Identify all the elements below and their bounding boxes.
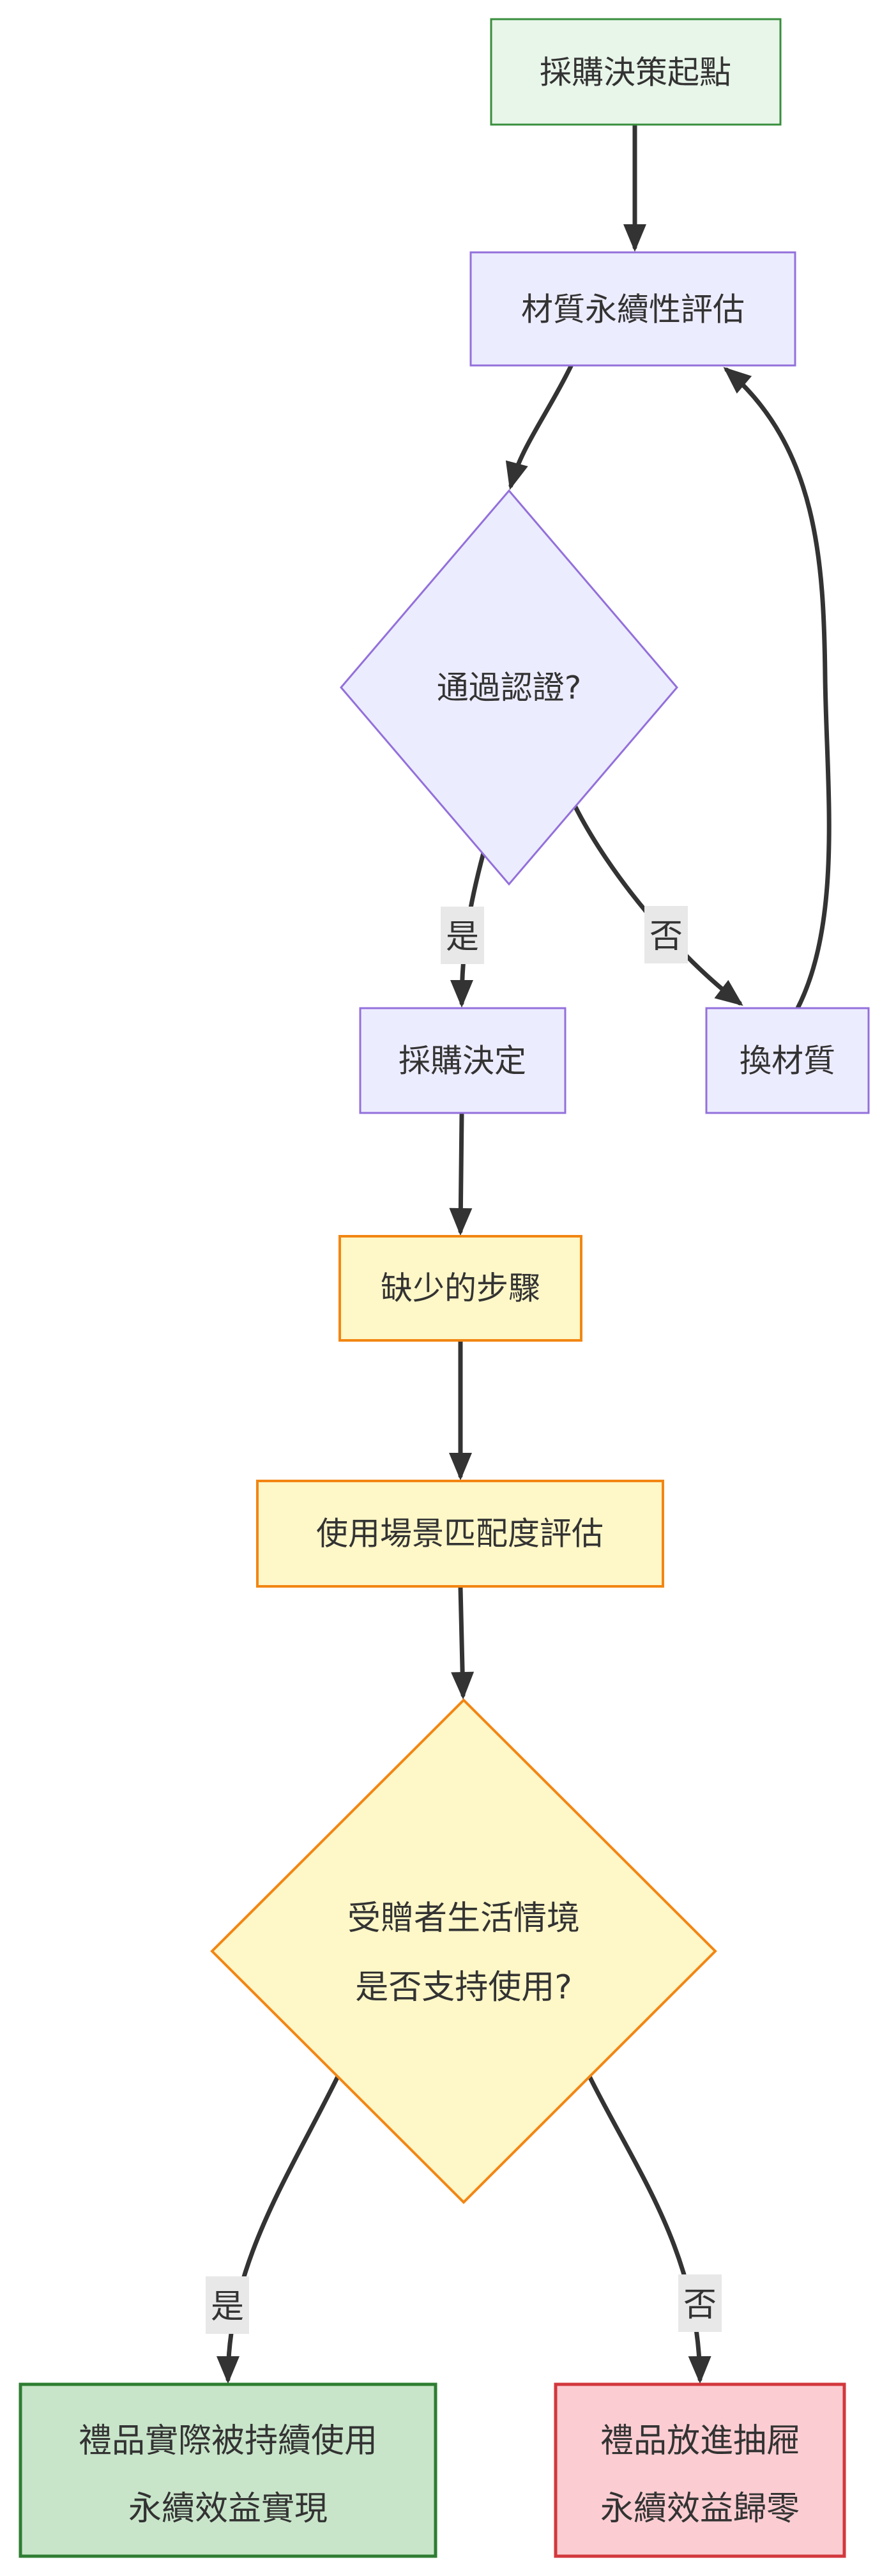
edge-label-usage-no: 否 <box>678 2274 722 2332</box>
decision-usage-check-line1: 受贈者生活情境 <box>347 1899 580 1938</box>
edge-label-cert-no-bg <box>644 906 688 963</box>
edge-usage-no-to-outcome-drawer <box>587 2074 711 2384</box>
node-missing-step: 缺少的步驟 <box>338 1235 582 1342</box>
node-material-eval-label: 材質永續性評估 <box>521 291 745 328</box>
decision-cert-check-label: 通過認證? <box>437 670 582 707</box>
decision-usage-check-line2: 是否支持使用? <box>355 1968 572 2007</box>
decision-cert-check: 通過認證? <box>340 489 678 886</box>
node-missing-step-box <box>338 1235 582 1342</box>
node-scenario-eval-box <box>256 1480 664 1588</box>
edge-label-usage-yes-text: 是 <box>211 2288 244 2326</box>
node-outcome-drawer-line1: 禮品放進抽屜 <box>600 2422 800 2460</box>
node-outcome-used-line2: 永續效益實現 <box>128 2490 328 2528</box>
edge-label-cert-no-text: 否 <box>650 917 683 956</box>
decision-cert-check-diamond <box>340 489 678 886</box>
node-outcome-used-box <box>19 2382 437 2558</box>
edge-scenario-eval-to-usage-check <box>451 1585 475 1700</box>
node-missing-step-label: 缺少的步驟 <box>381 1270 540 1307</box>
node-purchase-decision: 採購決定 <box>359 1007 566 1114</box>
node-outcome-drawer: 禮品放進抽屜 永續效益歸零 <box>554 2382 846 2558</box>
node-purchase-decision-box <box>359 1007 566 1114</box>
node-outcome-used: 禮品實際被持續使用 永續效益實現 <box>19 2382 437 2558</box>
edge-cert-no-to-change-material <box>572 803 743 1006</box>
decision-usage-check: 受贈者生活情境 是否支持使用? <box>210 1698 717 2204</box>
node-outcome-drawer-line2: 永續效益歸零 <box>600 2490 800 2528</box>
node-start-label: 採購決策起點 <box>540 54 731 91</box>
edge-label-cert-yes: 是 <box>441 907 484 964</box>
node-outcome-drawer-box <box>554 2382 846 2558</box>
node-scenario-eval: 使用場景匹配度評估 <box>256 1480 664 1588</box>
node-change-material: 換材質 <box>705 1007 870 1114</box>
node-start-box <box>490 18 782 126</box>
edge-label-usage-yes-bg <box>206 2276 249 2334</box>
node-scenario-eval-label: 使用場景匹配度評估 <box>316 1515 604 1552</box>
edge-label-cert-no: 否 <box>644 906 688 963</box>
node-change-material-box <box>705 1007 870 1114</box>
edge-change-material-loop-to-material-eval <box>723 367 832 1012</box>
node-outcome-used-line1: 禮品實際被持續使用 <box>79 2422 377 2460</box>
edge-label-cert-yes-text: 是 <box>446 918 479 956</box>
edge-purchase-to-missing-step <box>449 1112 473 1236</box>
node-material-eval: 材質永續性評估 <box>469 251 796 367</box>
node-start: 採購決策起點 <box>490 18 782 126</box>
edge-label-usage-yes: 是 <box>206 2276 249 2334</box>
edge-label-usage-no-text: 否 <box>683 2286 717 2324</box>
edge-label-cert-yes-bg <box>441 907 484 964</box>
decision-usage-check-diamond <box>210 1698 717 2204</box>
node-change-material-label: 換材質 <box>740 1043 835 1080</box>
edge-material-eval-to-cert-check <box>505 364 574 490</box>
edge-label-usage-no-bg <box>678 2274 722 2332</box>
node-material-eval-box <box>469 251 796 367</box>
node-purchase-decision-label: 採購決定 <box>399 1043 526 1080</box>
